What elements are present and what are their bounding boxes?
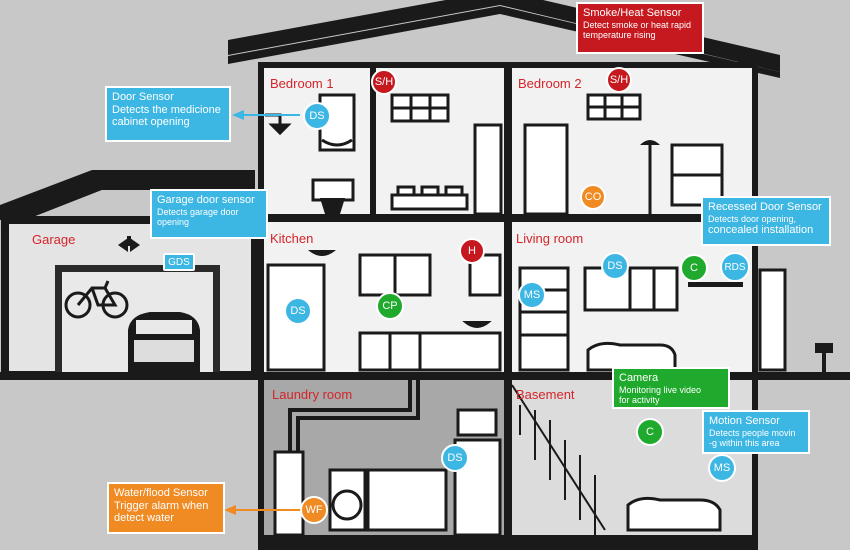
control-panel-badge[interactable]: CP bbox=[376, 292, 404, 320]
water-flood-badge[interactable]: WF bbox=[300, 496, 328, 524]
co-sensor-badge[interactable]: CO bbox=[580, 184, 606, 210]
main-roof bbox=[228, 0, 780, 72]
door-sensor-callout: Door Sensor Detects the medicione cabine… bbox=[105, 86, 231, 142]
recessed-door-sensor-badge[interactable]: RDS bbox=[720, 252, 750, 282]
garage-door-sensor-callout: Garage door sensor Detects garage door o… bbox=[150, 189, 268, 239]
door-sensor-callout-title: Door Sensor bbox=[112, 91, 174, 103]
garage-door-callout-line1: Detects garage door bbox=[157, 206, 239, 217]
recessed-callout-line2: concealed installation bbox=[708, 223, 814, 236]
bicycle bbox=[64, 280, 129, 319]
smoke-heat-callout-line1: Detect smoke or heat rapid bbox=[583, 19, 692, 30]
door-sensor-callout-line1: Detects the medicione bbox=[112, 103, 221, 116]
basement-stairs bbox=[511, 384, 606, 535]
laundry-pipes bbox=[288, 380, 420, 452]
smoke-heat-callout: Smoke/Heat Sensor Detect smoke or heat r… bbox=[576, 2, 704, 54]
bedroom2-furniture bbox=[523, 93, 724, 216]
motion-callout-line2: -g within this area bbox=[709, 437, 780, 448]
basement-sofa bbox=[626, 496, 722, 532]
mailbox bbox=[815, 343, 833, 373]
recessed-callout-title: Recessed Door Sensor bbox=[708, 201, 822, 213]
room-label-laundry-room: Laundry room bbox=[272, 387, 353, 402]
garage-door-callout-line2: opening bbox=[157, 216, 190, 227]
garage-lamp bbox=[118, 236, 140, 252]
living-room-furniture bbox=[518, 266, 787, 372]
door-sensor-badge-bedroom1[interactable]: DS bbox=[303, 102, 331, 130]
garage-door-callout-title: Garage door sensor bbox=[157, 194, 255, 206]
camera-badge-living[interactable]: C bbox=[680, 254, 708, 282]
water-callout-line2: detect water bbox=[114, 512, 174, 525]
laundry-furniture bbox=[273, 408, 502, 537]
camera-badge-basement[interactable]: C bbox=[636, 418, 664, 446]
motion-sensor-badge-basement[interactable]: MS bbox=[708, 454, 736, 482]
motion-sensor-badge-living[interactable]: MS bbox=[518, 281, 546, 309]
garage-door-sensor-badge[interactable]: GDS bbox=[163, 253, 195, 271]
room-label-garage: Garage bbox=[32, 232, 76, 247]
camera-callout-line2: for activity bbox=[619, 394, 660, 405]
door-sensor-badge-kitchen[interactable]: DS bbox=[284, 297, 312, 325]
smoke-heat-badge-bedroom2[interactable]: S/H bbox=[606, 67, 632, 93]
camera-callout: Camera Monitoring live video for activit… bbox=[612, 367, 730, 409]
door-sensor-badge-living[interactable]: DS bbox=[601, 252, 629, 280]
smoke-heat-badge-bedroom1[interactable]: S/H bbox=[371, 69, 397, 95]
water-callout-line1: Trigger alarm when bbox=[114, 499, 209, 512]
recessed-callout-line1: Detects door opening, bbox=[708, 213, 797, 224]
water-callout-title: Water/flood Sensor bbox=[114, 487, 208, 499]
ground-floor-line bbox=[0, 372, 850, 380]
door-sensor-badge-laundry[interactable]: DS bbox=[441, 444, 469, 472]
motion-callout-line1: Detects people movin bbox=[709, 427, 796, 438]
recessed-door-sensor-callout: Recessed Door Sensor Detects door openin… bbox=[701, 196, 831, 246]
smoke-heat-callout-title: Smoke/Heat Sensor bbox=[583, 7, 682, 19]
heat-sensor-badge[interactable]: H bbox=[459, 238, 485, 264]
car bbox=[128, 312, 200, 375]
smoke-heat-callout-line2: temperature rising bbox=[583, 29, 656, 40]
room-label-bedroom1: Bedroom 1 bbox=[270, 76, 334, 91]
room-label-kitchen: Kitchen bbox=[270, 231, 314, 246]
door-sensor-callout-line2: cabinet opening bbox=[112, 116, 190, 129]
room-label-bedroom2: Bedroom 2 bbox=[518, 76, 582, 91]
motion-callout-title: Motion Sensor bbox=[709, 415, 780, 427]
camera-callout-title: Camera bbox=[619, 372, 659, 384]
camera-callout-line1: Monitoring live video bbox=[619, 384, 702, 395]
room-label-living-room: Living room bbox=[516, 231, 584, 246]
water-flood-callout: Water/flood Sensor Trigger alarm when de… bbox=[107, 482, 225, 534]
room-label-basement: Basement bbox=[516, 387, 575, 402]
motion-sensor-callout: Motion Sensor Detects people movin -g wi… bbox=[702, 410, 810, 454]
